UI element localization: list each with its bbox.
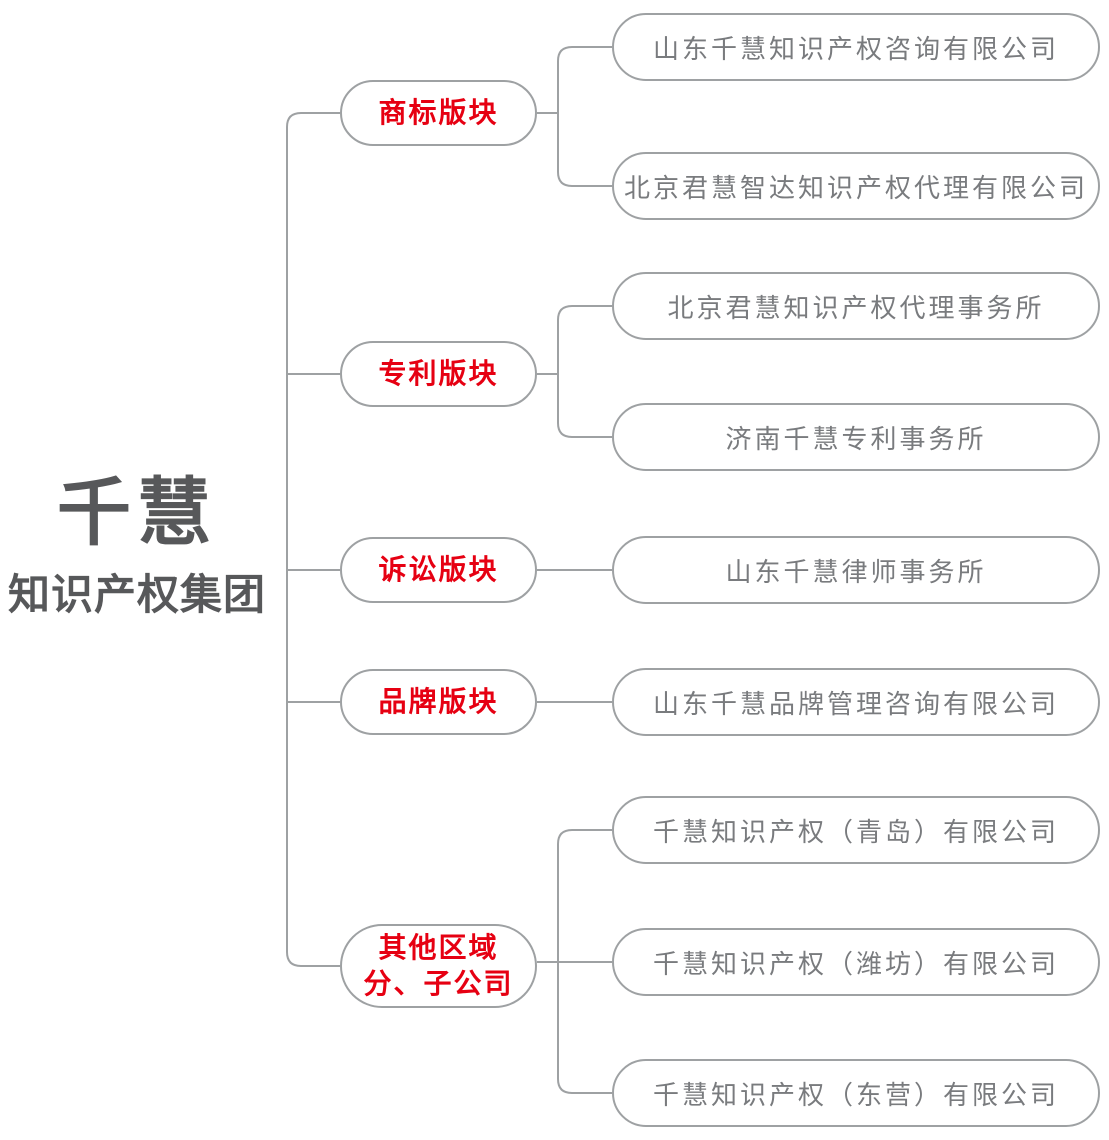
company-label: 山东千慧律师事务所	[725, 556, 987, 587]
branch-label: 专利版块	[378, 358, 499, 389]
branch-label: 品牌版块	[378, 686, 499, 717]
company-label: 山东千慧知识产权咨询有限公司	[652, 33, 1059, 64]
branch-label: 诉讼版块	[378, 554, 499, 585]
company-node-sdqh-lawfirm: 山东千慧律师事务所	[612, 536, 1100, 604]
group-root: 千慧 知识产权集团	[0, 470, 274, 622]
company-node-jinan-patent: 济南千慧专利事务所	[612, 403, 1100, 471]
branch-label: 其他区域 分、子公司	[363, 932, 514, 999]
company-label: 济南千慧专利事务所	[725, 423, 987, 454]
branch-node-trademark: 商标版块	[340, 80, 537, 146]
root-title: 千慧	[57, 471, 217, 554]
company-node-bjjh-agency: 北京君慧知识产权代理事务所	[612, 272, 1100, 340]
company-node-bjjh-zhida: 北京君慧智达知识产权代理有限公司	[612, 152, 1100, 220]
branch-node-patent: 专利版块	[340, 341, 537, 407]
company-node-sdqh-brand: 山东千慧品牌管理咨询有限公司	[612, 668, 1100, 736]
connector-trunk	[286, 112, 340, 967]
branch-node-brand: 品牌版块	[340, 669, 537, 735]
company-label: 山东千慧品牌管理咨询有限公司	[652, 688, 1059, 719]
company-node-sdqh-consulting: 山东千慧知识产权咨询有限公司	[612, 13, 1100, 81]
branch-node-litigation: 诉讼版块	[340, 537, 537, 603]
company-label: 千慧知识产权（东营）有限公司	[652, 1079, 1059, 1110]
company-label: 千慧知识产权（青岛）有限公司	[652, 816, 1059, 847]
company-label: 北京君慧智达知识产权代理有限公司	[623, 172, 1088, 203]
connector-patent-fork	[557, 305, 612, 438]
root-subtitle: 知识产权集团	[7, 571, 266, 619]
company-label: 北京君慧知识产权代理事务所	[667, 292, 1045, 323]
branch-node-other-regions: 其他区域 分、子公司	[340, 924, 537, 1008]
connector-trademark-fork	[557, 46, 612, 187]
connector-other-regions-fork	[557, 829, 612, 1094]
branch-label: 商标版块	[378, 97, 499, 128]
company-label: 千慧知识产权（潍坊）有限公司	[652, 948, 1059, 979]
company-node-dongying: 千慧知识产权（东营）有限公司	[612, 1059, 1100, 1127]
company-node-qingdao: 千慧知识产权（青岛）有限公司	[612, 796, 1100, 864]
company-node-weifang: 千慧知识产权（潍坊）有限公司	[612, 928, 1100, 996]
